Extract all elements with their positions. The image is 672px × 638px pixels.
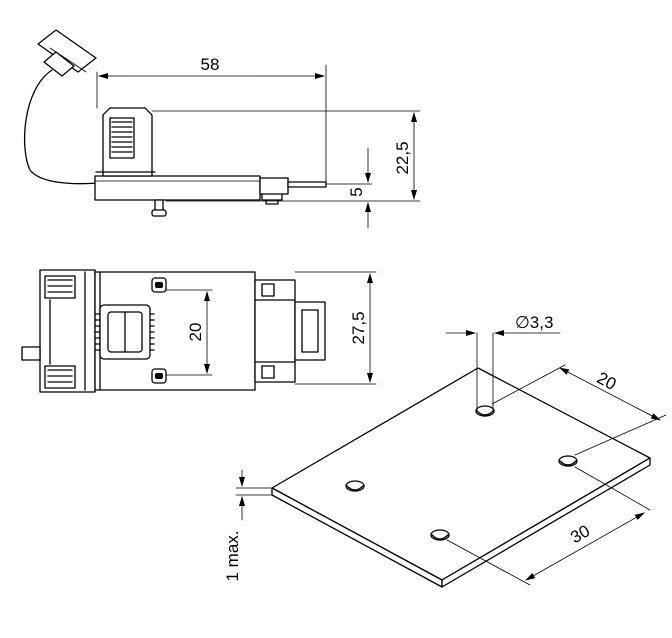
cable-plug — [37, 29, 97, 77]
dim-line-30 — [525, 512, 645, 581]
dim-20-plate-label: 20 — [594, 368, 620, 394]
base-body — [94, 175, 261, 201]
top-view: 20 27,5 — [21, 269, 377, 393]
dim-line-20-plate — [559, 367, 661, 421]
side-tab — [21, 346, 41, 361]
grip-ribs — [111, 121, 133, 153]
contact-pin — [287, 181, 327, 188]
hole-dia-label: ∅3,3 — [515, 313, 553, 332]
dim-58-label: 58 — [201, 55, 220, 74]
contact-block — [259, 177, 289, 195]
grip-block — [109, 117, 135, 159]
side-view: 58 22,5 5 — [23, 29, 421, 229]
right-connector — [254, 279, 296, 383]
dim-27-5-label: 27,5 — [349, 311, 368, 344]
plate-top — [271, 367, 651, 581]
dim-5-label: 5 — [347, 187, 366, 196]
dim-20-front-label: 20 — [186, 323, 205, 342]
chip-pins — [95, 313, 155, 351]
thickness-label: 1 max. — [223, 530, 242, 581]
plate-holes — [345, 405, 578, 541]
dim-30-label: 30 — [567, 521, 593, 547]
cable-line — [23, 69, 99, 185]
dim-22-5-label: 22,5 — [393, 141, 412, 174]
